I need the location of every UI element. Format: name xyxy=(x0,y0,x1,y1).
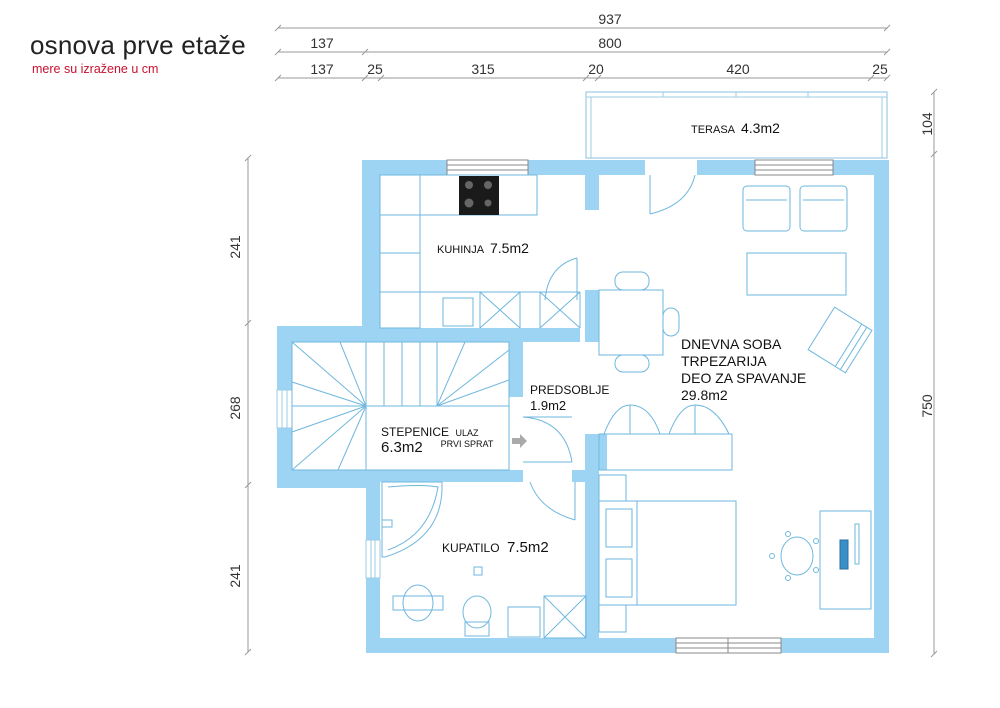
terrace-label: TERASA xyxy=(691,124,736,136)
entrance-floor-label: PRVI SPRAT xyxy=(441,439,494,449)
living-room-area: 29.8m2 xyxy=(681,387,728,403)
dim-segment: 25 xyxy=(872,61,888,77)
hallway-label: PREDSOBLJE xyxy=(530,383,609,397)
hallway-area: 1.9m2 xyxy=(530,398,566,413)
sleeping-area-label: DEO ZA SPAVANJE xyxy=(681,370,806,386)
bathroom-fixtures xyxy=(381,481,587,639)
entrance-arrow-icon xyxy=(512,434,527,448)
kitchen-area: 7.5m2 xyxy=(490,240,529,256)
entrance-label: ULAZ xyxy=(455,428,479,438)
dining-label: TRPEZARIJA xyxy=(681,353,767,369)
dimension-lines-right: 104 750 xyxy=(919,88,938,658)
page-title: osnova prve etaže xyxy=(30,30,246,60)
room-labels: TERASA 4.3m2 KUHINJA 7.5m2 PREDSOBLJE 1.… xyxy=(381,120,806,556)
dim-terrace-depth: 104 xyxy=(919,112,935,136)
terrace xyxy=(585,91,888,159)
dim-house-width: 800 xyxy=(598,35,622,51)
cooktop-icon xyxy=(459,176,499,215)
dim-segment: 20 xyxy=(588,61,604,77)
dim-segment: 315 xyxy=(471,61,495,77)
terrace-area: 4.3m2 xyxy=(741,120,780,136)
dim-segment: 420 xyxy=(726,61,750,77)
windows xyxy=(276,159,834,654)
bathroom-area: 7.5m2 xyxy=(507,539,549,556)
stairs-area: 6.3m2 xyxy=(381,439,423,456)
dim-house-depth: 750 xyxy=(919,394,935,418)
dim-left-middle: 268 xyxy=(227,396,243,420)
kitchen-label: KUHINJA xyxy=(437,244,485,256)
dim-left-bottom: 241 xyxy=(227,564,243,588)
bathroom-label: KUPATILO xyxy=(442,541,500,555)
dim-total-width: 937 xyxy=(598,11,622,27)
dimension-lines-top: 937 137 800 137 25 315 20 420 25 xyxy=(274,11,891,82)
stairs-label: STEPENICE xyxy=(381,425,449,439)
staircase xyxy=(291,341,510,471)
dim-segment: 25 xyxy=(367,61,383,77)
living-room-label: DNEVNA SOBA xyxy=(681,336,782,352)
doors xyxy=(522,174,696,521)
units-note: mere su izražene u cm xyxy=(32,62,159,76)
dim-stair-width: 137 xyxy=(310,35,334,51)
living-furniture xyxy=(598,185,873,633)
dimension-lines-left: 241 268 241 xyxy=(227,154,252,656)
dim-left-top: 241 xyxy=(227,235,243,259)
walls xyxy=(277,160,889,653)
kitchen-furniture xyxy=(379,174,581,329)
dim-segment: 137 xyxy=(310,61,334,77)
